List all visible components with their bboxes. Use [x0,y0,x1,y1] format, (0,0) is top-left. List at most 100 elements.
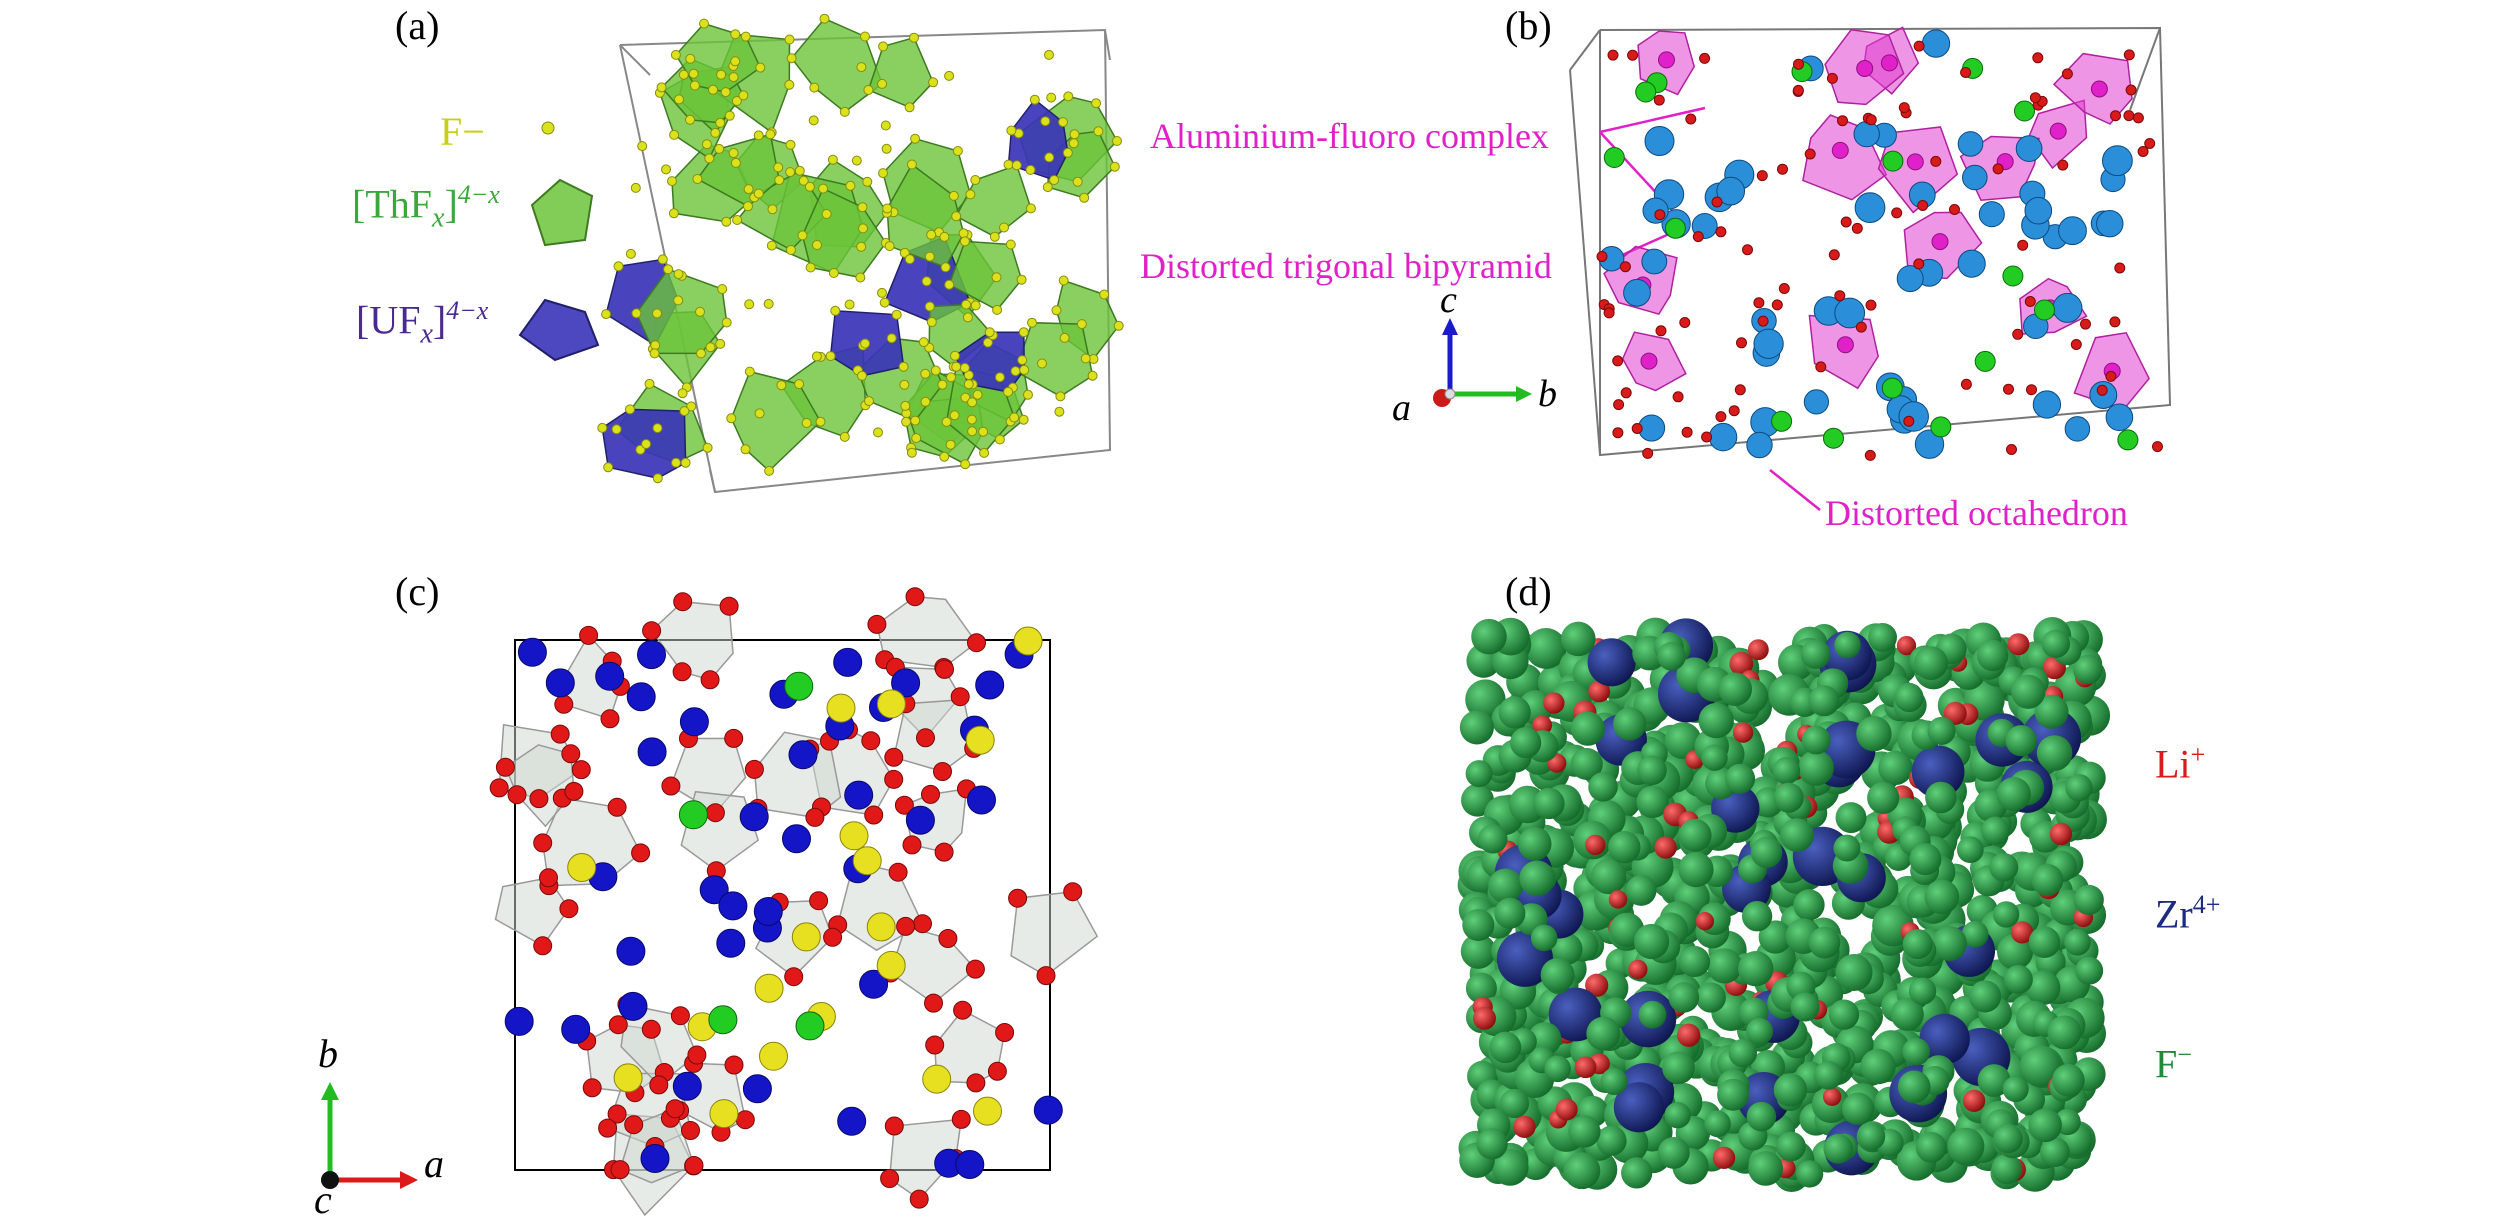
fluoride-atom [906,159,917,170]
oxygen-atom [867,614,887,634]
fluoride-ion [1462,908,1495,942]
fluoride-atom [920,396,931,407]
fluoride-ion [1707,948,1743,984]
fluoride-ion [1913,646,1948,681]
fluoride-atom [702,442,713,453]
oxygen-atom [607,797,627,817]
oxygen-atom [1063,882,1083,902]
fluoride-atom [1699,52,1711,64]
fluoride-atom [661,164,671,175]
fluoride-atom [652,308,662,319]
fluoride-atom [880,120,891,131]
fluoride-atom [884,241,895,252]
fluoride-atom [825,351,836,362]
fluoride-atom [720,87,731,98]
fluoride-ion [1657,1136,1690,1169]
fluoride-atom [950,350,960,361]
oxygen-atom [579,625,599,645]
yellow-cation-atom [613,1063,643,1093]
fluoride-ion [1471,618,1507,655]
fluoride-atom [763,298,774,309]
fluoride-atom [1037,358,1047,369]
fluoride-atom [839,431,850,442]
fluoride-atom [669,129,680,140]
fluoride-atom [764,465,775,476]
oxygen-atom [965,959,985,979]
fluoride-ion [1828,999,1860,1030]
fluoride-ion [1989,852,2019,882]
large-cation-atom [1746,431,1773,459]
oxygen-atom [554,694,574,714]
fluoride-atom [786,245,796,255]
fluoride-atom [744,299,755,310]
fluoride-atom [1960,378,1972,390]
fluoride-atom [794,165,805,176]
fluoride-atom [2125,84,2137,96]
green-atom [1771,410,1793,432]
large-cation-atom [1708,422,1738,452]
fluoride-ion [1833,834,1861,862]
fluoride-atom [1003,386,1014,397]
fluoride-atom [786,53,797,64]
fluoride-atom [815,416,826,427]
fluoride-atom [818,183,829,194]
oxygen-atom [935,659,954,679]
fluoride-ion [1637,755,1667,786]
fluoride-atom [851,155,862,166]
oxygen-atom [925,1035,945,1055]
fluoride-atom [877,287,887,298]
fluoride-ion [1488,868,1523,904]
oxygen-atom [902,835,922,855]
oxygen-atom [681,1121,700,1140]
blue-cation-atom [672,1071,702,1101]
green-cation-atom [784,671,814,701]
oxygen-atom [805,807,825,827]
fluoride-atom [689,80,700,91]
fluoride-ion [1908,977,1937,1005]
fluoride-ion [1621,1157,1653,1189]
fluoride-ion [1834,631,1861,659]
large-cation-atom [2024,196,2053,225]
fluoride-ion [2011,674,2046,709]
fluoride-atom [630,182,641,193]
large-cation-atom [2015,135,2043,162]
fluoride-atom [785,139,796,150]
fluoride-atom [731,96,742,106]
blue-cation-atom [679,707,709,737]
fluoride-atom [1771,299,1783,311]
blue-cation-atom [716,928,746,958]
large-cation-atom [2032,390,2062,419]
fluoride-atom [911,433,922,444]
fluoride-atom [1672,391,1684,403]
oxygen-atom [861,731,881,751]
aluminium-atom [1856,60,1874,77]
large-cation-atom [2096,210,2124,238]
fluoride-ion [1746,1101,1777,1132]
fluoride-ion [1991,1153,2022,1185]
fluoride-atom [631,308,642,319]
oxygen-atom [894,795,914,815]
fluoride-atom [812,240,822,250]
fluoride-ion [1657,642,1686,671]
fluoride-ion [1927,716,1956,745]
oxygen-atom [938,929,958,948]
fluoride-ion [1798,749,1834,786]
axis-triad [321,1082,418,1189]
oxygen-atom [564,781,584,801]
fluoride-ion [1638,1000,1667,1029]
fluoride-atom [1042,182,1053,193]
fluoride-ion [1544,1055,1571,1083]
oxygen-atom [744,759,764,779]
fluoride-ion [1856,716,1892,752]
fluoride-ion [1868,623,1897,652]
yellow-cation-atom [1013,626,1043,656]
oxygen-atom [987,1061,1007,1081]
fluoride-atom [1792,84,1804,96]
fluoride-atom [1055,391,1066,402]
fluoride-ion [1748,1150,1784,1186]
fluoride-ion [2041,629,2071,658]
green-cation-atom [708,1005,738,1035]
fluoride-ion [2003,964,2033,994]
blue-cation-atom [618,991,648,1021]
fluoride-atom [1072,176,1083,187]
